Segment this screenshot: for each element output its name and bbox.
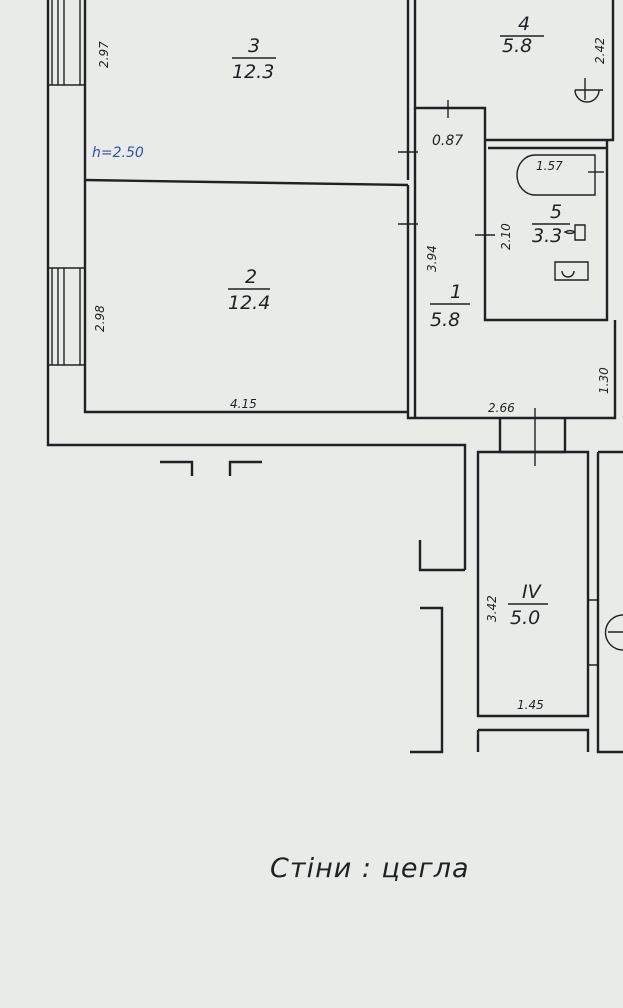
room-3-dim-side: 2.97: [97, 41, 111, 68]
room-5-number: 5: [550, 201, 562, 223]
room-2-area: 12.4: [228, 292, 270, 314]
room-5-area: 3.3: [532, 225, 562, 247]
room-2-dim-side: 2.98: [93, 305, 107, 332]
toilet-fixture-room4: [574, 78, 603, 103]
room-2-number: 2: [245, 266, 257, 288]
walls-legend: Стіни : цегла: [270, 853, 470, 884]
outer-walls: [46, 0, 617, 570]
room-iv-area: 5.0: [510, 607, 540, 629]
circle-fixture: [604, 614, 623, 651]
lower-walls: [160, 418, 623, 754]
room-1-dim-right: 1.30: [597, 367, 611, 394]
room-4-area: 5.8: [502, 35, 532, 57]
window-marks: [48, 0, 85, 366]
ceiling-height: h=2.50: [92, 145, 144, 161]
room-2-dim-right: 3.94: [425, 245, 439, 272]
room-2-dim-bottom: 4.15: [230, 397, 257, 411]
room-4-dim-side: 2.42: [593, 37, 607, 64]
door-marks: [398, 100, 536, 466]
room-5-dim-top: 1.57: [536, 159, 563, 173]
room-iv-dim-bottom: 1.45: [517, 698, 544, 712]
room-1-dim-bottom: 2.66: [488, 401, 515, 415]
room-5-dim-side: 2.10: [499, 223, 513, 250]
bath-fixture: [516, 154, 604, 196]
room-1-dim-door: 0.87: [432, 133, 463, 149]
room-3-area: 12.3: [232, 61, 274, 83]
room-iv-number: IV: [522, 581, 543, 603]
room-1-number: 1: [450, 281, 462, 303]
toilet-fixture: [563, 224, 586, 241]
room-4-number: 4: [518, 13, 530, 35]
room-iv-dim-side: 3.42: [485, 595, 499, 622]
room-3-number: 3: [248, 35, 260, 57]
sink-fixture: [554, 261, 589, 281]
room-1-area: 5.8: [430, 309, 460, 331]
